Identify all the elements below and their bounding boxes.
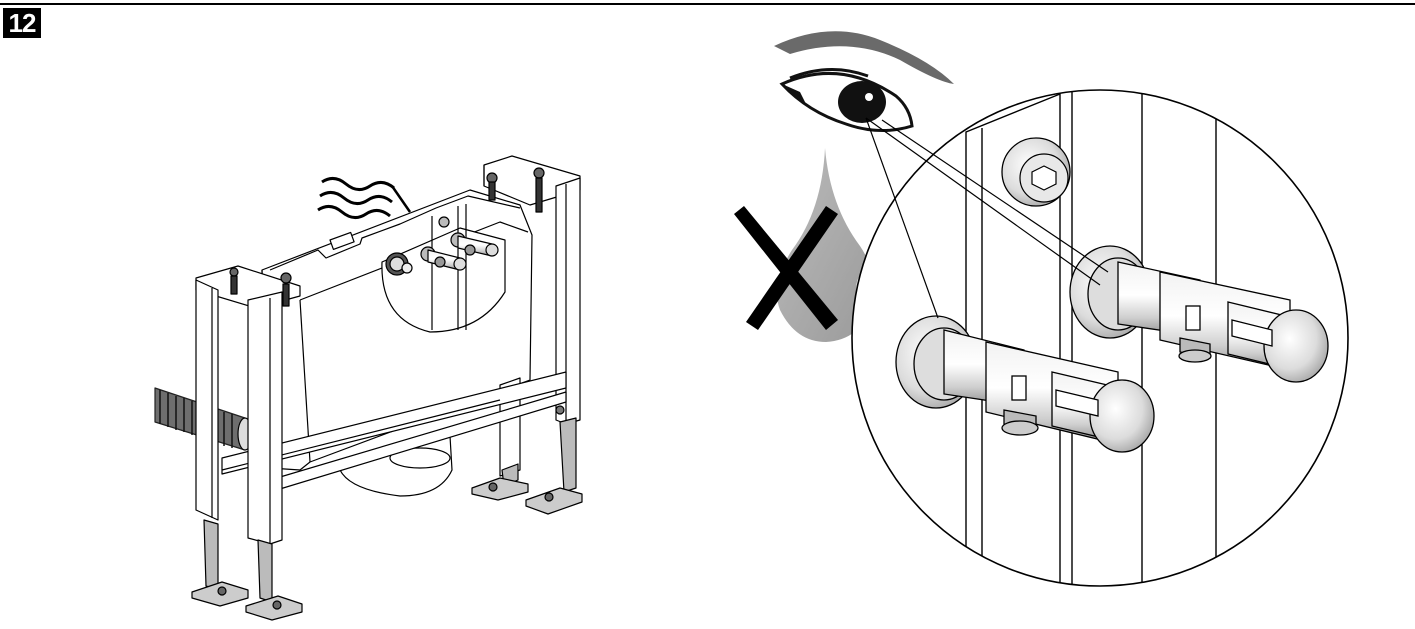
eye-icon	[774, 31, 954, 133]
hex-screw	[1001, 137, 1071, 207]
magnified-detail	[851, 89, 1349, 587]
step-number-badge: 12	[3, 8, 41, 38]
installation-frame	[154, 155, 583, 621]
water-waves-icon	[317, 177, 395, 219]
frame-post-back-right	[483, 155, 583, 515]
angle-valves-small	[385, 216, 499, 276]
sight-lines	[865, 117, 1109, 319]
inspection-opening	[381, 227, 506, 333]
frame-post-front-left	[191, 265, 303, 621]
cross-icon	[734, 206, 838, 330]
angle-valve-upper	[1069, 245, 1329, 383]
angle-valve-lower	[895, 315, 1155, 453]
top-rule	[0, 3, 1415, 5]
